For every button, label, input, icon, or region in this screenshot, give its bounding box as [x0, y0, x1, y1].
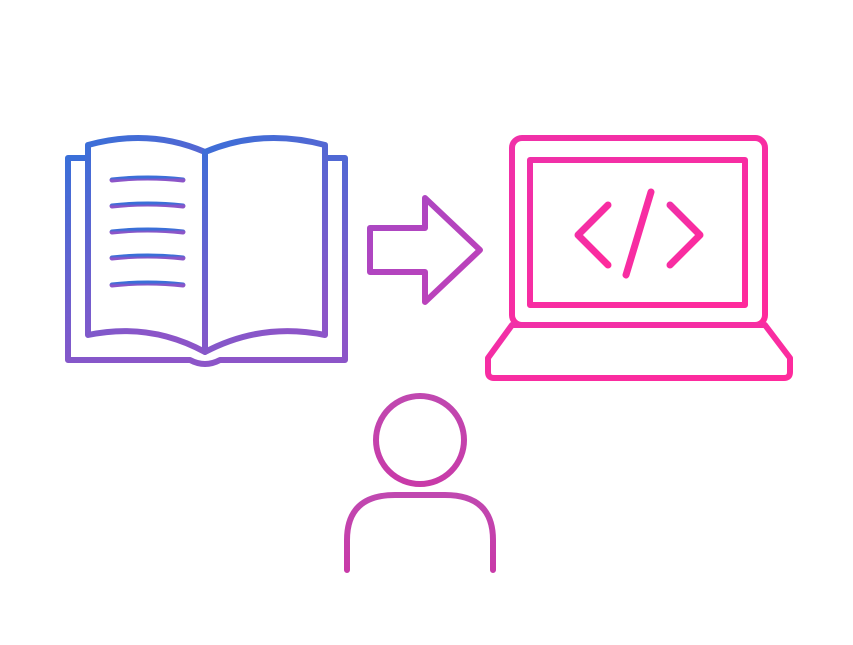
laptop-screen-inner	[527, 157, 748, 308]
arrow-right-icon	[367, 195, 483, 305]
user-body	[344, 492, 496, 573]
book-back-cover	[65, 155, 348, 367]
laptop-code-icon	[485, 135, 793, 381]
book-right-page	[202, 134, 328, 355]
user-head	[373, 393, 467, 487]
code-brackets-icon	[574, 188, 704, 279]
book-text-lines	[109, 175, 303, 288]
open-book-icon	[65, 134, 348, 367]
book-left-page	[85, 134, 208, 355]
laptop-base	[485, 322, 793, 381]
user-icon	[344, 393, 496, 573]
